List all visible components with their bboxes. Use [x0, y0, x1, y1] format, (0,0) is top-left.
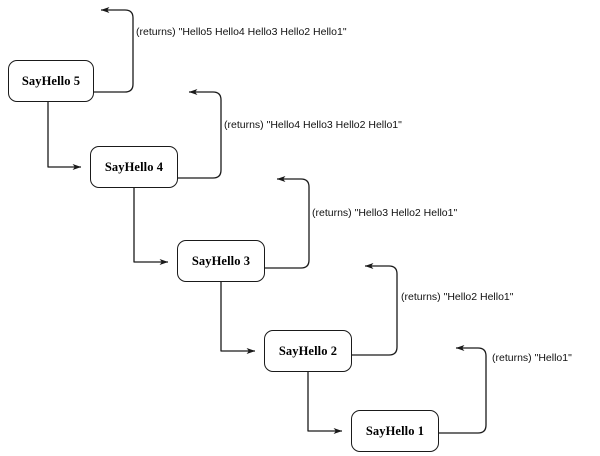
return-label-sayhello-2: (returns) "Hello2 Hello1": [401, 291, 514, 303]
return-edge-sayhello-1: [439, 345, 487, 434]
node-sayhello-1[interactable]: SayHello 1: [351, 410, 439, 452]
return-label-sayhello-3: (returns) "Hello3 Hello2 Hello1": [312, 207, 458, 219]
return-edge-sayhello-3: [265, 176, 310, 269]
return-label-sayhello-1: (returns) "Hello1": [492, 352, 572, 364]
return-edge-sayhello-5: [94, 7, 134, 93]
return-edge-sayhello-4: [178, 89, 222, 179]
node-sayhello-3[interactable]: SayHello 3: [177, 240, 265, 282]
node-sayhello-5[interactable]: SayHello 5: [8, 60, 94, 102]
call-edge-sayhello-3-to-2: [220, 282, 256, 354]
node-sayhello-4[interactable]: SayHello 4: [90, 146, 178, 188]
return-edge-sayhello-2: [352, 263, 398, 356]
return-label-sayhello-4: (returns) "Hello4 Hello3 Hello2 Hello1": [224, 119, 402, 131]
call-edge-sayhello-2-to-1: [307, 372, 343, 434]
call-edge-sayhello-4-to-3: [133, 188, 169, 265]
return-label-sayhello-5: (returns) "Hello5 Hello4 Hello3 Hello2 H…: [136, 26, 347, 38]
node-sayhello-2[interactable]: SayHello 2: [264, 330, 352, 372]
call-edge-sayhello-5-to-4: [47, 102, 82, 170]
